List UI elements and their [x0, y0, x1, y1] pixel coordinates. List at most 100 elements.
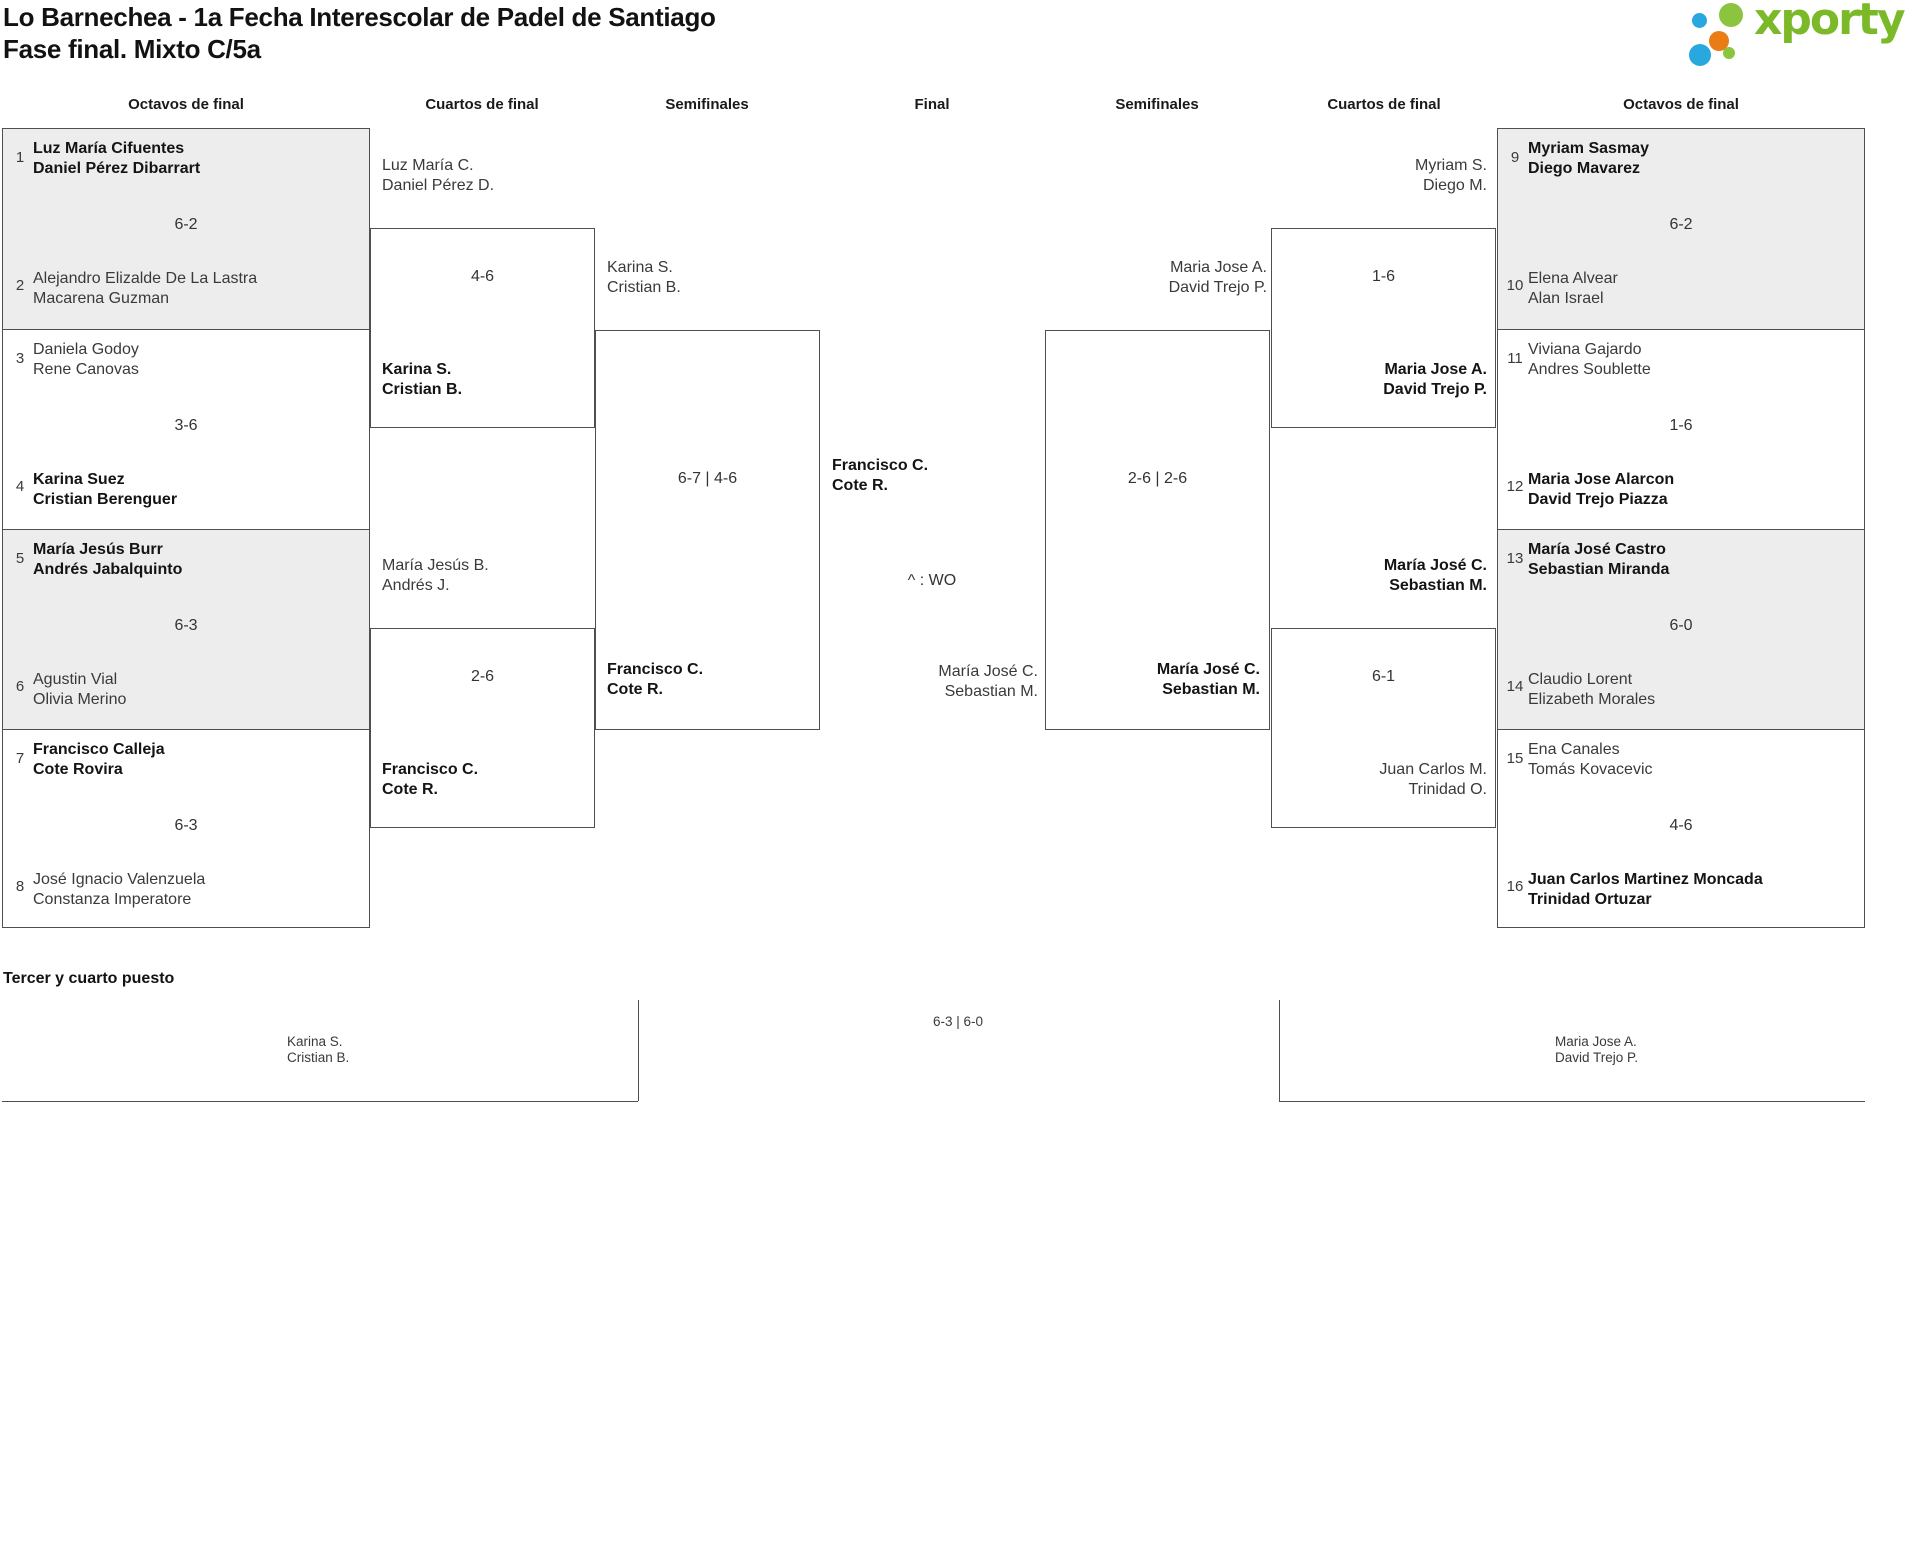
- match-box: 9 Myriam Sasmay Diego Mavarez 6-2 10 Ele…: [1498, 129, 1864, 329]
- logo-dot-icon: [1689, 44, 1711, 66]
- team-name: Francisco C.: [607, 661, 704, 678]
- team-name: David Trejo Piazza: [1528, 491, 1668, 508]
- team-pair: Karina S. Cristian B.: [287, 1034, 349, 1066]
- walkover-note: ^ : WO: [907, 572, 957, 589]
- match-score: 4-6: [470, 268, 495, 285]
- bracket-line: [1279, 1000, 1280, 1101]
- team-name: Constanza Imperatore: [33, 891, 192, 908]
- match-box: 3 Daniela Godoy Rene Canovas 3-6 4 Karin…: [3, 329, 369, 529]
- round-header-semis-right: Semifinales: [1115, 96, 1199, 113]
- team-pair: Agustin Vial Olivia Merino: [33, 670, 126, 710]
- team-name: Karina S.: [287, 1034, 343, 1049]
- match-score: 6-1: [1371, 668, 1396, 685]
- team-pair: Francisco C. Cote R.: [382, 760, 478, 800]
- team-name: Claudio Lorent: [1528, 671, 1633, 688]
- match-box: 1 Luz María Cifuentes Daniel Pérez Dibar…: [3, 129, 369, 329]
- seed-number: 7: [15, 750, 25, 767]
- team-pair: Francisco C. Cote R.: [607, 660, 703, 700]
- match-score: 1-6: [1371, 268, 1396, 285]
- match-box: 13 María José Castro Sebastian Miranda 6…: [1498, 529, 1864, 729]
- seed-number: 16: [1506, 878, 1524, 895]
- bracket-connector: [1271, 628, 1496, 828]
- seed-number: 8: [15, 878, 25, 895]
- team-pair: Myriam S. Diego M.: [1415, 156, 1487, 196]
- team-name: José Ignacio Valenzuela: [33, 871, 206, 888]
- team-pair: María Jesús B. Andrés J.: [382, 556, 489, 596]
- team-pair: Karina S. Cristian B.: [607, 258, 681, 298]
- team-pair: Karina Suez Cristian Berenguer: [33, 470, 177, 510]
- round-header-semis-left: Semifinales: [665, 96, 749, 113]
- team-name: Cristian Berenguer: [33, 491, 178, 508]
- team-pair: Maria Jose A. David Trejo P.: [1555, 1034, 1638, 1066]
- team-name: Alejandro Elizalde De La Lastra: [33, 270, 258, 287]
- seed-number: 14: [1506, 678, 1524, 695]
- match-score: 6-0: [1669, 617, 1693, 634]
- team-name: Rene Canovas: [33, 361, 139, 378]
- team-name: Olivia Merino: [33, 691, 127, 708]
- match-score: 6-3: [174, 817, 198, 834]
- team-name: Maria Jose Alarcon: [1528, 471, 1675, 488]
- logo-dot-icon: [1719, 3, 1743, 27]
- team-name: Cristian B.: [287, 1050, 350, 1065]
- team-pair: María José C. Sebastian M.: [1384, 556, 1487, 596]
- third-place-title: Tercer y cuarto puesto: [3, 970, 175, 987]
- round-header-cuartos-left: Cuartos de final: [425, 96, 539, 113]
- bracket-connector: [370, 628, 595, 828]
- seed-number: 11: [1507, 350, 1523, 367]
- page-title: Lo Barnechea - 1a Fecha Interescolar de …: [3, 2, 716, 32]
- team-name: María José C.: [1156, 661, 1260, 678]
- seed-number: 13: [1506, 550, 1524, 567]
- logo-dot-icon: [1709, 31, 1729, 51]
- match-score: 6-3 | 6-0: [932, 1014, 984, 1029]
- bracket-line: [2, 1101, 638, 1102]
- team-pair: Luz María C. Daniel Pérez D.: [382, 156, 494, 196]
- team-name: María José Castro: [1528, 541, 1666, 558]
- team-name: Cote R.: [832, 477, 888, 494]
- round-header-cuartos-right: Cuartos de final: [1327, 96, 1441, 113]
- team-name: Cote R.: [607, 681, 663, 698]
- team-name: Sebastian M.: [1162, 681, 1260, 698]
- team-name: Luz María C.: [382, 157, 474, 174]
- seed-number: 4: [15, 478, 25, 495]
- octavos-left-column: 1 Luz María Cifuentes Daniel Pérez Dibar…: [2, 128, 370, 928]
- bracket-connector: [370, 228, 595, 428]
- team-pair: Maria Jose A. David Trejo P.: [1169, 258, 1267, 298]
- seed-number: 9: [1510, 149, 1520, 166]
- octavos-right-column: 9 Myriam Sasmay Diego Mavarez 6-2 10 Ele…: [1497, 128, 1865, 928]
- match-box: 7 Francisco Calleja Cote Rovira 6-3 8 Jo…: [3, 729, 369, 927]
- team-pair: María Jesús Burr Andrés Jabalquinto: [33, 540, 182, 580]
- team-name: Francisco C.: [382, 761, 479, 778]
- team-name: Sebastian M.: [944, 683, 1038, 700]
- match-box: 11 Viviana Gajardo Andres Soublette 1-6 …: [1498, 329, 1864, 529]
- team-name: Cote Rovira: [33, 761, 123, 778]
- team-pair: Elena Alvear Alan Israel: [1528, 269, 1618, 309]
- team-name: Agustin Vial: [33, 671, 118, 688]
- team-name: Andrés J.: [382, 577, 450, 594]
- match-box: 5 María Jesús Burr Andrés Jabalquinto 6-…: [3, 529, 369, 729]
- team-name: David Trejo P.: [1383, 381, 1487, 398]
- team-name: Maria Jose A.: [1384, 361, 1487, 378]
- match-score: 6-3: [174, 617, 198, 634]
- seed-number: 6: [15, 678, 25, 695]
- team-pair: Juan Carlos Martinez Moncada Trinidad Or…: [1528, 870, 1763, 910]
- team-name: Elena Alvear: [1528, 270, 1618, 287]
- team-name: Andres Soublette: [1528, 361, 1651, 378]
- team-name: Juan Carlos Martinez Moncada: [1528, 871, 1763, 888]
- team-name: Daniel Pérez Dibarrart: [33, 160, 201, 177]
- match-score: 2-6 | 2-6: [1127, 470, 1188, 487]
- team-name: Alan Israel: [1528, 290, 1604, 307]
- logo-wordmark: xporty: [1754, 0, 1906, 45]
- round-header-octavos-left: Octavos de final: [128, 96, 244, 113]
- team-pair: Daniela Godoy Rene Canovas: [33, 340, 139, 380]
- seed-number: 1: [15, 149, 25, 166]
- match-score: 4-6: [1669, 817, 1693, 834]
- seed-number: 10: [1506, 277, 1524, 294]
- team-name: Elizabeth Morales: [1528, 691, 1656, 708]
- seed-number: 5: [15, 550, 25, 567]
- team-name: María Jesús Burr: [33, 541, 163, 558]
- round-header-final: Final: [914, 96, 950, 113]
- team-name: Diego Mavarez: [1528, 160, 1641, 177]
- team-name: David Trejo P.: [1555, 1050, 1639, 1065]
- xporty-logo: xporty: [1680, 0, 1920, 66]
